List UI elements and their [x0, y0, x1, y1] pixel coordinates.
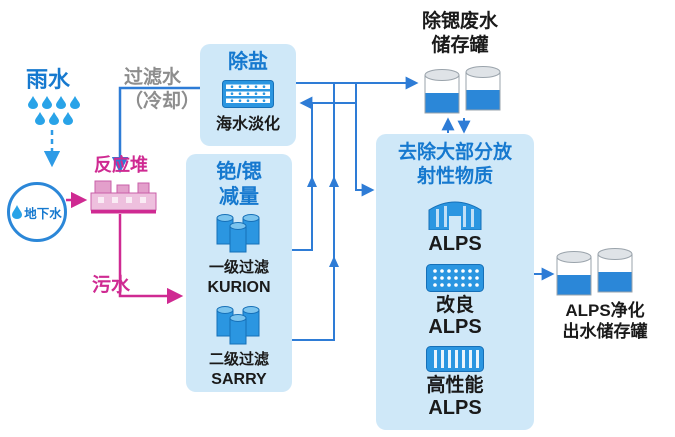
groundwater-label: 地下水 — [24, 206, 62, 221]
sr-waste-tank-label: 除锶废水 储存罐 — [402, 10, 518, 58]
alps-high-performance-icon — [426, 346, 484, 373]
alps-improved-icon — [426, 263, 484, 292]
cs-sr-title-line1: 铯/锶 — [216, 161, 262, 183]
desalination-subtitle: 海水淡化 — [215, 116, 280, 133]
stage1-filter-label: 一级过滤 — [208, 259, 269, 276]
alps-box-title-line2: 射性物质 — [416, 165, 493, 187]
cs-sr-reduction-box: 铯/锶 减量 一级过滤 KURION 二级过滤 SARRY — [186, 154, 292, 392]
cs-sr-title-line2: 减量 — [219, 186, 259, 208]
alps-high-performance-label-line2: ALPS — [428, 397, 482, 420]
desalination-unit-icon — [222, 80, 274, 108]
sr-waste-tank-label-line2: 储存罐 — [431, 34, 489, 56]
alps-standard-label: ALPS — [428, 232, 482, 255]
sewage-label: 污水 — [92, 275, 131, 296]
sr-waste-tanks-icon — [424, 66, 501, 114]
stage2-filter-name: SARRY — [211, 370, 267, 388]
rain-droplets-icon — [28, 96, 80, 125]
stage2-filter-label: 二级过滤 — [208, 350, 269, 368]
alps-box-title-line1: 去除大部分放 — [397, 142, 512, 163]
alps-out-tank-label-line1: ALPS净化 — [565, 301, 645, 320]
reactor-label: 反应堆 — [94, 155, 148, 175]
sr-waste-tank-label-line1: 除锶废水 — [421, 11, 498, 32]
alps-warehouse-icon — [428, 201, 482, 230]
feed-to-alps-line — [355, 83, 375, 197]
groundwater-node: 地下水 — [7, 182, 67, 242]
sewage-line — [118, 214, 184, 305]
desalination-box: 除盐 海水淡化 — [200, 44, 296, 146]
alps-high-performance-label: 高性能 ALPS — [426, 375, 483, 420]
filtered-water-cooling-line — [111, 86, 200, 174]
alps-out-tank-label: ALPS净化 出水储存罐 — [542, 300, 668, 343]
filtered-water-label-line1: 过滤水 — [124, 67, 182, 88]
filtered-water-label-line2: （冷却） — [124, 90, 201, 112]
kurion-up-line — [292, 103, 317, 251]
alps-improved-label-line2: ALPS — [428, 316, 482, 339]
cs-sr-title: 铯/锶 减量 — [216, 160, 262, 210]
kurion-vessels-icon — [216, 214, 260, 253]
filtered-water-label: 过滤水 （冷却） — [124, 66, 200, 114]
alps-improved-label-line1: 改良 — [435, 294, 474, 316]
sarry-vessels-icon — [216, 305, 260, 345]
groundwater-droplet-icon — [12, 205, 23, 219]
rain-label: 雨水 — [26, 67, 71, 92]
alps-high-performance-label-line1: 高性能 — [426, 375, 484, 397]
stage1-filter-name: KURION — [207, 278, 271, 296]
alps-improved-label: 改良 ALPS — [428, 295, 481, 340]
sarry-up-line — [292, 83, 339, 341]
alps-out-tank-label-line2: 出水储存罐 — [562, 322, 648, 342]
alps-box-title: 去除大部分放 射性物质 — [398, 141, 512, 189]
alps-out-tanks-icon — [556, 248, 633, 296]
desalination-title: 除盐 — [228, 51, 268, 73]
reactor-building-icon — [90, 180, 157, 214]
alps-processing-box: 去除大部分放 射性物质 ALPS 改良 ALPS — [376, 134, 534, 430]
